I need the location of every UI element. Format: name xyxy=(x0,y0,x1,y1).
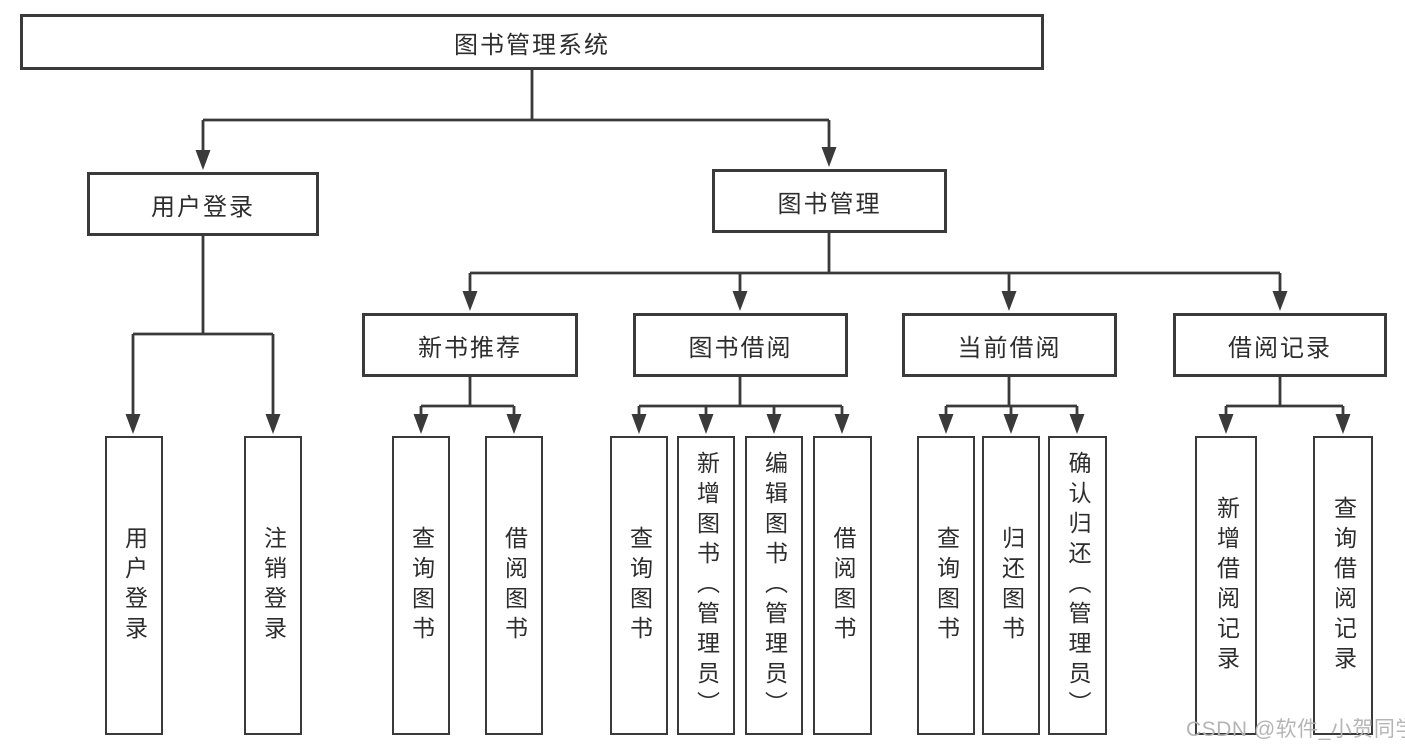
csdn-watermark: CSDN @软件_小贺同学 xyxy=(1186,718,1405,741)
leaf-logout: 注销登录 xyxy=(244,436,302,735)
node-new-book-recommend: 新书推荐 xyxy=(362,313,578,377)
connector-new-book-recommend xyxy=(413,377,522,434)
leaf-query-borrow-record: 查询借阅记录 xyxy=(1313,436,1373,735)
leaf-return-books: 归还图书 xyxy=(982,436,1040,735)
leaf-edit-book-admin: 编辑图书（管理员） xyxy=(745,436,803,735)
node-root-system: 图书管理系统 xyxy=(20,14,1044,70)
node-current-borrow: 当前借阅 xyxy=(902,313,1117,377)
node-book-borrow: 图书借阅 xyxy=(633,313,848,377)
connector-root xyxy=(195,70,837,170)
leaf-user-login: 用户登录 xyxy=(105,436,163,735)
connector-borrow-records xyxy=(1218,377,1351,434)
leaf-query-books-recommend: 查询图书 xyxy=(392,436,450,735)
leaf-query-books-current: 查询图书 xyxy=(917,436,975,735)
connector-current-borrow xyxy=(938,377,1085,434)
leaf-add-book-admin: 新增图书（管理员） xyxy=(677,436,735,735)
leaf-borrow-books: 借阅图书 xyxy=(813,436,872,735)
connector-book-management xyxy=(462,233,1288,311)
connector-book-borrow xyxy=(631,377,850,434)
node-user-login: 用户登录 xyxy=(87,172,319,236)
node-book-management: 图书管理 xyxy=(712,169,947,233)
leaf-confirm-return-admin: 确认归还（管理员） xyxy=(1048,436,1107,735)
leaf-add-borrow-record: 新增借阅记录 xyxy=(1195,436,1257,735)
connector-user-login xyxy=(125,236,281,434)
leaf-borrow-books-recommend: 借阅图书 xyxy=(485,436,543,735)
node-borrow-records: 借阅记录 xyxy=(1173,313,1387,377)
leaf-query-books-borrow: 查询图书 xyxy=(610,436,668,735)
